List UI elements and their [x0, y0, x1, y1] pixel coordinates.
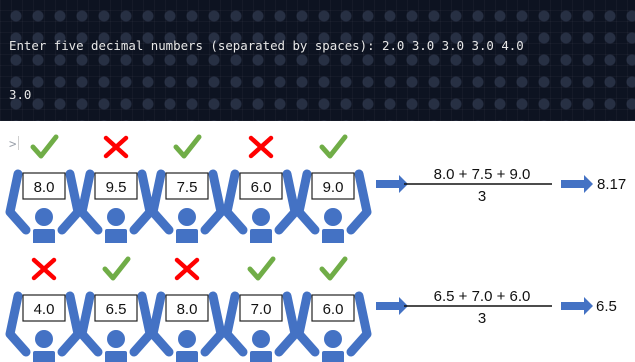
left-arm — [222, 169, 248, 235]
check-icon — [247, 256, 276, 281]
score-value: 6.0 — [323, 301, 344, 318]
judge-row-1: 8.0 9.5 7.5 6.0 9.0 — [5, 134, 372, 243]
arrow-icon — [376, 175, 408, 193]
check-icon — [30, 134, 59, 159]
judge-body-icon — [322, 351, 344, 362]
judge-body-icon — [250, 229, 272, 243]
judge-body-icon — [105, 229, 127, 243]
judge-body-icon — [33, 229, 55, 243]
check-icon — [102, 256, 131, 281]
cross-icon — [248, 135, 274, 159]
judge-body-icon — [105, 351, 127, 362]
right-arm — [200, 169, 226, 235]
score-card — [239, 172, 283, 200]
left-arm — [5, 169, 31, 235]
judge-head-icon — [324, 330, 342, 348]
score-value: 9.0 — [323, 179, 344, 196]
right-arm — [200, 291, 226, 357]
arrow-icon — [376, 297, 408, 315]
judge-body-icon — [322, 229, 344, 243]
left-arm — [5, 291, 31, 357]
score-card — [22, 172, 66, 200]
left-arm — [77, 169, 103, 235]
check-icon — [319, 256, 348, 281]
judge-body-icon — [250, 351, 272, 362]
judge-head-icon — [35, 208, 53, 226]
console-prompt-line: Enter five decimal numbers (separated by… — [9, 38, 524, 53]
formula-numerator: 6.5 + 7.0 + 6.0 — [434, 288, 531, 305]
cross-icon — [103, 135, 129, 159]
check-icon — [319, 134, 348, 159]
judge-head-icon — [178, 208, 196, 226]
score-value: 7.5 — [177, 179, 198, 196]
score-value: 6.0 — [251, 179, 272, 196]
judge-head-icon — [107, 330, 125, 348]
score-value: 8.0 — [34, 179, 55, 196]
result-value: 8.17 — [597, 176, 626, 193]
formula-denominator: 3 — [478, 188, 486, 205]
judge-head-icon — [252, 330, 270, 348]
score-value: 9.5 — [106, 179, 127, 196]
left-arm — [148, 291, 174, 357]
score-card — [94, 294, 138, 322]
right-arm — [346, 291, 372, 357]
judge-body-icon — [33, 351, 55, 362]
console-input-line[interactable]: > — [9, 134, 635, 153]
console-window[interactable]: Enter five decimal numbers (separated by… — [0, 0, 635, 151]
score-value: 8.0 — [177, 301, 198, 318]
judge-row-2: 4.0 6.5 8.0 7.0 6.0 — [5, 256, 372, 362]
arrow-icon — [561, 297, 593, 315]
judge-body-icon — [176, 229, 198, 243]
left-arm — [77, 291, 103, 357]
cross-icon — [174, 257, 200, 281]
score-card — [311, 172, 355, 200]
score-card — [165, 172, 209, 200]
judge-head-icon — [107, 208, 125, 226]
judge-body-icon — [176, 351, 198, 362]
left-arm — [294, 291, 320, 357]
score-card — [311, 294, 355, 322]
console-output-line: 3.0 — [9, 87, 32, 102]
text-cursor — [18, 136, 20, 150]
judge-head-icon — [178, 330, 196, 348]
left-arm — [222, 291, 248, 357]
judge-head-icon — [252, 208, 270, 226]
score-card — [239, 294, 283, 322]
result-value: 6.5 — [596, 298, 617, 315]
cross-icon — [31, 257, 57, 281]
score-card — [22, 294, 66, 322]
score-card — [165, 294, 209, 322]
arrow-icon — [561, 175, 593, 193]
judges-diagram: 8.0 9.5 7.5 6.0 9.0 8.0 + 7.5 + 9.0 3 8.17 4.0 6.… — [5, 134, 626, 362]
check-icon — [173, 134, 202, 159]
score-value: 6.5 — [106, 301, 127, 318]
prompt-symbol: > — [9, 136, 17, 151]
right-arm — [346, 169, 372, 235]
score-value: 7.0 — [251, 301, 272, 318]
score-value: 4.0 — [34, 301, 55, 318]
judge-head-icon — [35, 330, 53, 348]
formula-numerator: 8.0 + 7.5 + 9.0 — [434, 166, 531, 183]
judge-head-icon — [324, 208, 342, 226]
formula-denominator: 3 — [478, 310, 486, 327]
left-arm — [148, 169, 174, 235]
score-card — [94, 172, 138, 200]
left-arm — [294, 169, 320, 235]
